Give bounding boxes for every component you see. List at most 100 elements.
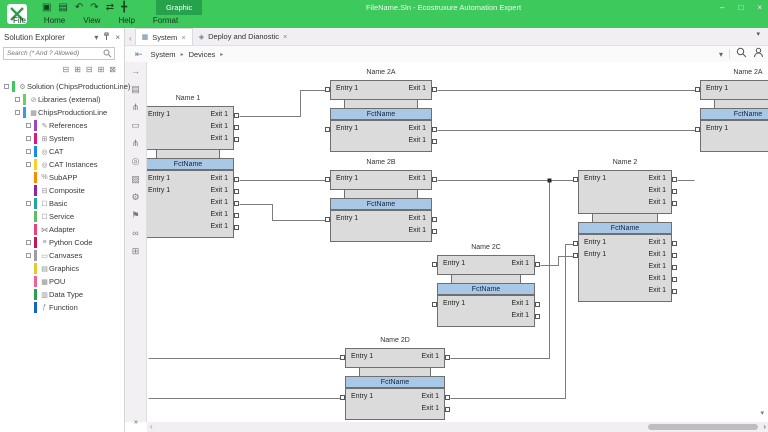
horizontal-scrollbar[interactable]: ‹ › xyxy=(147,422,768,432)
exit-pin[interactable] xyxy=(535,302,540,307)
entry-pin[interactable] xyxy=(695,127,700,132)
exit-pin[interactable] xyxy=(535,314,540,319)
entry-pin[interactable] xyxy=(573,241,578,246)
pin-icon[interactable] xyxy=(103,32,110,43)
expander-icon[interactable] xyxy=(26,123,31,128)
menu-file[interactable]: File xyxy=(13,16,26,25)
breadcrumb-item-system[interactable]: System xyxy=(150,49,176,59)
exit-pin[interactable] xyxy=(445,407,450,412)
tree-item-adapter[interactable]: ⋈Adapter xyxy=(0,223,124,236)
exit-pin[interactable] xyxy=(432,217,437,222)
exit-pin[interactable] xyxy=(672,189,677,194)
scroll-left-icon[interactable]: ‹ xyxy=(150,422,153,431)
duplicate-icon[interactable]: ▣ xyxy=(42,1,52,13)
doc-tab-graphic[interactable]: Graphic xyxy=(156,0,203,15)
expand-all-icon[interactable]: ⊞ xyxy=(74,65,81,74)
tree-settings-icon[interactable]: ⊠ xyxy=(109,65,116,74)
image-icon[interactable]: ▤ xyxy=(131,84,140,94)
tab-scroll-left-icon[interactable]: ‹ xyxy=(129,34,132,43)
tree-item-python-code[interactable]: ≡Python Code xyxy=(0,236,124,249)
entry-pin[interactable] xyxy=(573,253,578,258)
link-icon[interactable]: ∞ xyxy=(132,228,139,238)
exit-pin[interactable] xyxy=(445,355,450,360)
hierarchy-icon[interactable]: ⋔ xyxy=(131,102,140,112)
exit-pin[interactable] xyxy=(672,277,677,282)
undo-icon[interactable]: ↶ xyxy=(74,1,84,13)
transform-icon[interactable]: ⇄ xyxy=(105,1,115,13)
expander-icon[interactable] xyxy=(4,84,9,89)
tree-item-cat-instances[interactable]: ◎CAT Instances xyxy=(0,158,124,171)
user-icon[interactable] xyxy=(753,45,764,63)
vertical-scroll-top-icon[interactable]: ▾ xyxy=(756,31,760,38)
exit-pin[interactable] xyxy=(432,229,437,234)
exit-pin[interactable] xyxy=(672,241,677,246)
exit-pin[interactable] xyxy=(672,201,677,206)
exit-pin[interactable] xyxy=(535,262,540,267)
entry-pin[interactable] xyxy=(325,177,330,182)
filter-tree-icon[interactable]: ⊞ xyxy=(97,65,105,74)
expander-icon[interactable] xyxy=(26,162,31,167)
tab-deploy-and-dianostic[interactable]: ◈Deploy and Dianostic× xyxy=(193,28,294,45)
tree-item-service[interactable]: ☐Service xyxy=(0,210,124,223)
label-icon[interactable]: ▭ xyxy=(131,120,140,130)
sitemap-icon[interactable]: ⋔ xyxy=(131,138,140,148)
grid-icon[interactable]: ⊞ xyxy=(131,246,140,256)
search-icon[interactable] xyxy=(103,45,112,63)
wire[interactable] xyxy=(450,180,550,359)
expander-icon[interactable] xyxy=(26,253,31,258)
menu-home[interactable]: Home xyxy=(43,16,66,25)
exit-pin[interactable] xyxy=(234,225,239,230)
exit-pin[interactable] xyxy=(445,395,450,400)
tree-item-canvases[interactable]: ▭Canvases xyxy=(0,249,124,262)
collapse-all-icon[interactable]: ⊟ xyxy=(62,65,70,74)
tree-item-data-type[interactable]: ▥Data Type xyxy=(0,288,124,301)
entry-pin[interactable] xyxy=(340,355,345,360)
close-tab-icon[interactable]: × xyxy=(181,32,186,42)
exit-pin[interactable] xyxy=(432,87,437,92)
tree-item-cat[interactable]: ◎CAT xyxy=(0,145,124,158)
move-icon[interactable]: ╋ xyxy=(121,1,128,13)
horizontal-scrollbar-thumb[interactable] xyxy=(648,424,758,430)
expander-icon[interactable] xyxy=(26,240,31,245)
exit-pin[interactable] xyxy=(234,177,239,182)
tree-item-pou[interactable]: ▦POU xyxy=(0,275,124,288)
exit-pin[interactable] xyxy=(672,253,677,258)
tree-item-references[interactable]: ✎References xyxy=(0,119,124,132)
menu-view[interactable]: View xyxy=(83,16,101,25)
chevron-down-icon[interactable]: ▾ xyxy=(94,32,99,42)
tree-item-subapp[interactable]: %SubAPP xyxy=(0,171,124,184)
tree-item-system[interactable]: ⊞System xyxy=(0,132,124,145)
entry-pin[interactable] xyxy=(325,217,330,222)
entry-pin[interactable] xyxy=(695,87,700,92)
picture-icon[interactable]: ▨ xyxy=(131,174,140,184)
collapse-panel-icon[interactable]: » xyxy=(134,419,138,426)
tree-item-chipsproductionline[interactable]: ▦ChipsProductionLine xyxy=(0,106,124,119)
canvas-search-icon[interactable] xyxy=(736,45,747,63)
exit-pin[interactable] xyxy=(432,177,437,182)
search-input[interactable] xyxy=(4,50,103,57)
entry-pin[interactable] xyxy=(432,262,437,267)
entry-pin[interactable] xyxy=(573,177,578,182)
redo-icon[interactable]: ↷ xyxy=(90,1,99,13)
sync-selection-icon[interactable]: ⊟ xyxy=(85,65,93,74)
exit-pin[interactable] xyxy=(672,265,677,270)
wire[interactable] xyxy=(540,256,574,266)
close-tab-icon[interactable]: × xyxy=(282,32,288,41)
scroll-right-icon[interactable]: › xyxy=(763,422,766,431)
flag-icon[interactable]: ⚑ xyxy=(131,210,140,220)
exit-pin[interactable] xyxy=(234,201,239,206)
breadcrumb-dropdown-icon[interactable]: ▾ xyxy=(718,49,723,59)
exit-pin[interactable] xyxy=(672,289,677,294)
tree-item-libraries-external[interactable]: ⊘Libraries (external) xyxy=(0,93,124,106)
minimize-icon[interactable]: – xyxy=(720,3,725,12)
wire[interactable] xyxy=(450,244,574,399)
entry-pin[interactable] xyxy=(432,302,437,307)
expander-icon[interactable] xyxy=(15,110,20,115)
